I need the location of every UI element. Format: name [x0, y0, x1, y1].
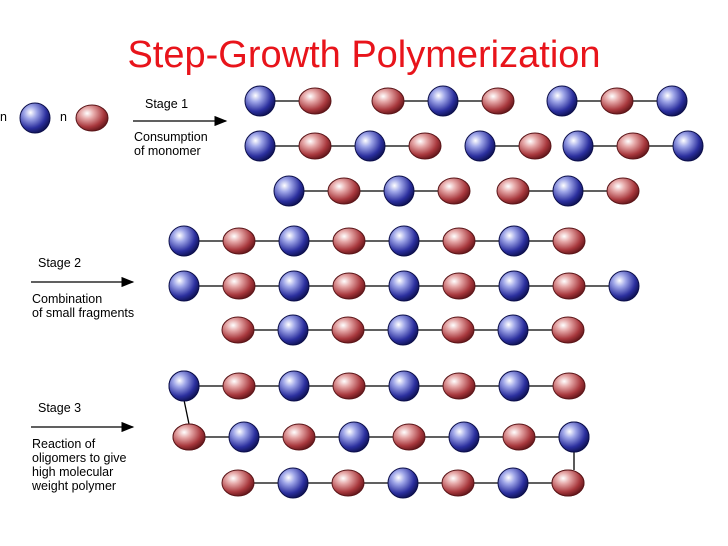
- blue-monomer: [558, 421, 590, 453]
- blue-monomer: [388, 270, 420, 302]
- blue-monomer: [387, 314, 419, 346]
- red-monomer: [222, 272, 256, 300]
- blue-monomer: [672, 130, 704, 162]
- red-monomer: [552, 227, 586, 255]
- red-monomer: [327, 177, 361, 205]
- stage-2-label: Stage 2: [38, 256, 82, 270]
- red-monomer: [392, 423, 426, 451]
- blue-monomer: [608, 270, 640, 302]
- monomer-blue-count: n: [0, 110, 7, 124]
- red-monomer: [298, 132, 332, 160]
- blue-monomer: [498, 225, 530, 257]
- blue-monomer: [427, 85, 459, 117]
- red-monomer: [518, 132, 552, 160]
- red-monomer: [172, 423, 206, 451]
- stage-1-label: Stage 1: [145, 97, 189, 111]
- blue-monomer: [497, 467, 529, 499]
- blue-monomer: [168, 370, 200, 402]
- red-monomer: [331, 316, 365, 344]
- blue-monomer: [168, 225, 200, 257]
- blue-monomer: [464, 130, 496, 162]
- stage-3-label: Stage 3: [38, 401, 82, 415]
- blue-monomer: [19, 102, 51, 134]
- blue-monomer: [244, 85, 276, 117]
- blue-monomer: [388, 370, 420, 402]
- red-monomer: [616, 132, 650, 160]
- blue-monomer: [497, 314, 529, 346]
- blue-monomer: [383, 175, 415, 207]
- red-monomer: [441, 316, 475, 344]
- blue-monomer: [168, 270, 200, 302]
- red-monomer: [332, 372, 366, 400]
- red-monomer: [221, 316, 255, 344]
- red-monomer: [371, 87, 405, 115]
- stage-1-description: Consumption of monomer: [134, 130, 208, 158]
- blue-monomer: [278, 370, 310, 402]
- red-monomer: [408, 132, 442, 160]
- red-monomer: [551, 316, 585, 344]
- red-monomer: [606, 177, 640, 205]
- red-monomer: [331, 469, 365, 497]
- red-monomer: [222, 227, 256, 255]
- red-monomer: [441, 469, 475, 497]
- stage-arrows: [31, 115, 228, 433]
- red-monomer: [222, 372, 256, 400]
- red-monomer: [442, 372, 476, 400]
- red-monomer: [332, 272, 366, 300]
- blue-monomer: [656, 85, 688, 117]
- red-monomer: [496, 177, 530, 205]
- red-monomer: [552, 372, 586, 400]
- blue-monomer: [498, 370, 530, 402]
- monomer-units: [19, 85, 704, 499]
- blue-monomer: [278, 225, 310, 257]
- stage-3-description: Reaction of oligomers to give high molec…: [32, 437, 127, 493]
- page-title: Step-Growth Polymerization: [127, 34, 601, 76]
- blue-monomer: [354, 130, 386, 162]
- red-monomer: [437, 177, 471, 205]
- blue-monomer: [562, 130, 594, 162]
- blue-monomer: [338, 421, 370, 453]
- red-monomer: [282, 423, 316, 451]
- blue-monomer: [498, 270, 530, 302]
- red-monomer: [75, 104, 109, 132]
- blue-monomer: [546, 85, 578, 117]
- blue-monomer: [244, 130, 276, 162]
- red-monomer: [298, 87, 332, 115]
- stage-2-description: Combination of small fragments: [32, 292, 135, 320]
- red-monomer: [552, 272, 586, 300]
- blue-monomer: [552, 175, 584, 207]
- red-monomer: [600, 87, 634, 115]
- blue-monomer: [388, 225, 420, 257]
- blue-monomer: [278, 270, 310, 302]
- red-monomer: [221, 469, 255, 497]
- blue-monomer: [448, 421, 480, 453]
- red-monomer: [442, 227, 476, 255]
- blue-monomer: [228, 421, 260, 453]
- red-monomer: [332, 227, 366, 255]
- blue-monomer: [277, 467, 309, 499]
- blue-monomer: [277, 314, 309, 346]
- red-monomer: [502, 423, 536, 451]
- red-monomer: [481, 87, 515, 115]
- blue-monomer: [387, 467, 419, 499]
- bond: [183, 399, 190, 425]
- blue-monomer: [273, 175, 305, 207]
- monomer-red-count: n: [60, 110, 67, 124]
- red-monomer: [551, 469, 585, 497]
- red-monomer: [442, 272, 476, 300]
